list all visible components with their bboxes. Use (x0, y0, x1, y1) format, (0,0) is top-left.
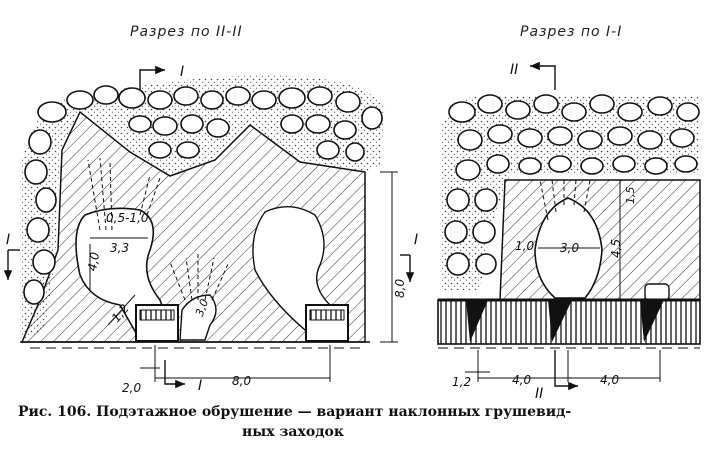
right-boulders (444, 94, 700, 276)
left-cut-mark-top-label: I (180, 64, 184, 80)
right-dim-45: 4,5 (609, 239, 623, 258)
right-chute (644, 283, 670, 301)
figure-caption: Рис. 106. Подэтажное обрушение — вариант… (18, 402, 708, 442)
left-dim-30: 3,0 (193, 297, 211, 318)
right-cut-mark-top-label: II (510, 62, 518, 78)
left-cut-mark-side-label: I (6, 232, 10, 248)
right-section-title: Разрез по I-I (520, 24, 623, 40)
left-caved-zone (20, 75, 385, 341)
left-blastholes (87, 157, 229, 301)
right-dim-12: 1,2 (452, 375, 471, 389)
right-cut-mark-bottom-label: II (535, 386, 543, 402)
right-chutes (466, 300, 664, 342)
right-dim-10: 1,0 (515, 239, 534, 253)
left-pear-drift-2 (252, 206, 342, 331)
left-cut-mark-right-label: I (414, 232, 418, 248)
left-section: I I I I 0,5-1,0 3,3 4,0 1,2 3,0 (3, 64, 418, 395)
left-dim-40: 4,0 (85, 251, 102, 273)
left-cut-mark-side (3, 249, 20, 280)
right-dim-15: 1,5 (624, 187, 637, 205)
right-dim-40a: 4,0 (512, 373, 531, 387)
right-section: II II 1,0 3,0 1,5 4,5 1,2 4,0 4,0 (437, 61, 701, 402)
caption-line-1: Рис. 106. Подэтажное обрушение — вариант… (18, 404, 572, 420)
caption-line-2: ных заходок (242, 424, 344, 440)
right-blastholes (539, 179, 591, 221)
left-cut-mark-bottom-label: I (198, 378, 202, 394)
right-caved-zone (440, 95, 700, 290)
left-small-drift (179, 294, 217, 341)
left-dim-80-vertical: 8,0 (393, 279, 407, 298)
left-dim-33: 3,3 (110, 241, 129, 255)
right-dim-30: 3,0 (560, 241, 579, 255)
left-section-title: Разрез по II-II (130, 24, 243, 40)
left-boulders (23, 85, 383, 305)
left-dim-20: 2,0 (122, 381, 141, 395)
left-cut-mark-top (139, 65, 165, 90)
left-dim-80-horizontal: 8,0 (232, 374, 251, 388)
left-dim-05-10: 0,5-1,0 (106, 211, 149, 225)
right-dim-40b: 4,0 (600, 373, 619, 387)
